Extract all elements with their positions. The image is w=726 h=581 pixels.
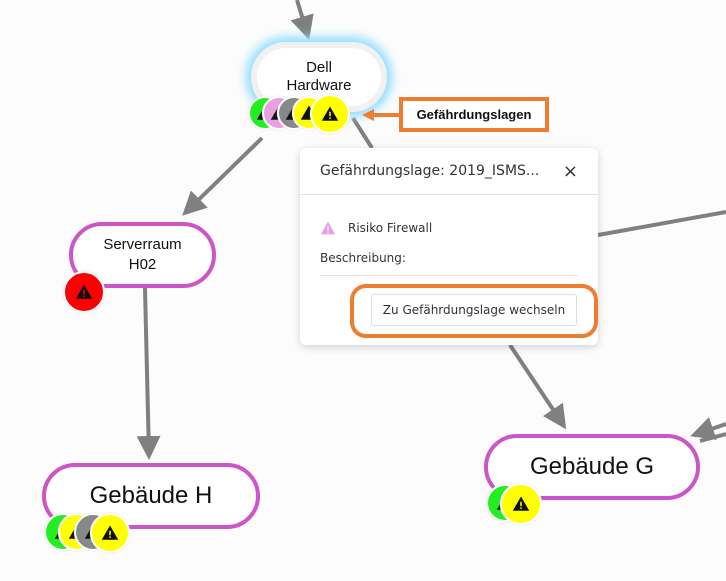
warning-icon — [512, 496, 530, 511]
warning-icon — [75, 284, 93, 299]
edge-right-to-popup — [597, 210, 726, 237]
edge-dell-to-serverraum — [182, 136, 264, 216]
popup-title: Gefährdungslage: 2019_ISMS... — [320, 163, 540, 179]
threat-badge[interactable] — [90, 513, 130, 553]
warning-icon — [321, 221, 335, 235]
edge-serverraum-to-gebaeude-h — [136, 287, 161, 460]
description-label: Beschreibung: — [320, 251, 406, 265]
threat-badge[interactable] — [310, 94, 350, 134]
warning-icon — [101, 525, 119, 540]
node-label: Serverraum — [103, 236, 182, 253]
callout-label: Gefährdungslagen — [416, 107, 532, 122]
callout-arrow — [362, 109, 402, 121]
threat-badge[interactable] — [500, 483, 542, 525]
popup-divider — [320, 275, 578, 276]
node-label: Gebäude H — [89, 482, 213, 509]
popup-body: Risiko Firewall Beschreibung: — [300, 195, 598, 276]
node-label: Hardware — [286, 77, 352, 94]
edge-to-gebaeude-g — [508, 343, 567, 430]
warning-icon — [321, 106, 339, 121]
threat-badge[interactable] — [63, 271, 105, 313]
goto-threat-button[interactable]: Zu Gefährdungslage wechseln — [371, 294, 577, 326]
edge-right-to-gebaeude-g-2 — [699, 432, 726, 443]
threat-popup: Gefährdungslage: 2019_ISMS... × Risiko F… — [300, 148, 598, 345]
node-label: H02 — [128, 256, 157, 273]
annotation-callout: Gefährdungslagen — [399, 97, 549, 132]
risk-row: Risiko Firewall — [320, 221, 578, 235]
edge-top-to-dell — [290, 0, 314, 40]
node-label: Gebäude G — [529, 453, 655, 480]
popup-header: Gefährdungslage: 2019_ISMS... × — [300, 148, 598, 195]
edge-dell-to-popup-area — [351, 116, 374, 150]
close-icon[interactable]: × — [562, 160, 578, 182]
node-label: Dell — [306, 59, 332, 76]
risk-name: Risiko Firewall — [348, 221, 433, 235]
edge-right-to-gebaeude-g-1 — [690, 417, 726, 440]
